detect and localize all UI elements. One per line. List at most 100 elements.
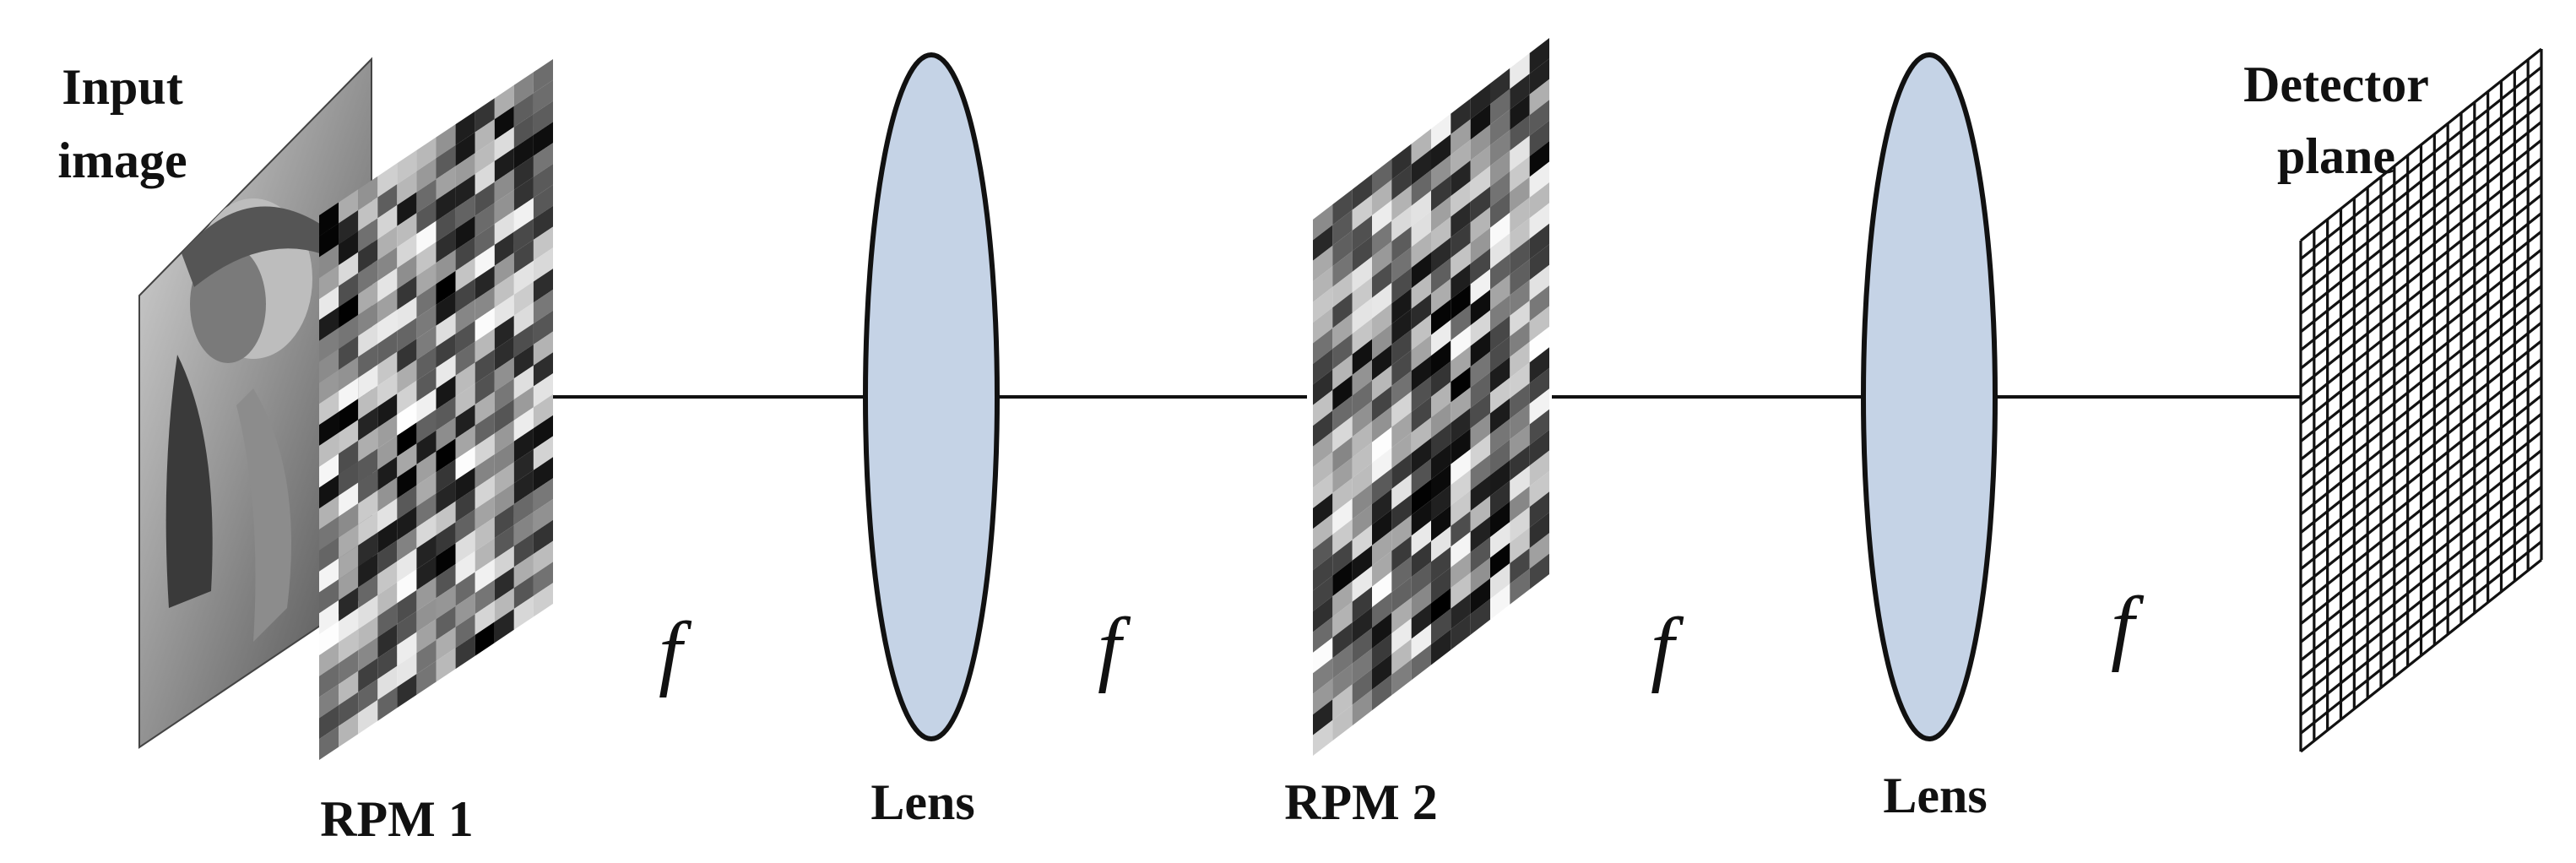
mask-pixel (455, 174, 475, 209)
mask-pixel (494, 545, 514, 580)
mask-pixel (1313, 719, 1333, 756)
mask-pixel (339, 252, 359, 286)
mask-pixel (475, 517, 495, 551)
mask-pixel (397, 192, 417, 226)
mask-pixel (455, 258, 475, 292)
mask-pixel (455, 132, 475, 166)
mask-pixel (397, 569, 417, 604)
lens1-label: Lens (870, 774, 974, 830)
mask-pixel (1510, 486, 1530, 523)
mask-pixel (339, 210, 359, 245)
mask-pixel (1510, 115, 1530, 151)
mask-pixel (494, 169, 514, 204)
mask-pixel (475, 412, 495, 447)
mask-pixel (1411, 211, 1431, 247)
mask-pixel (1529, 244, 1549, 280)
mask-pixel (513, 198, 534, 232)
mask-pixel (1313, 575, 1333, 611)
mask-pixel (1431, 402, 1451, 438)
mask-pixel (455, 111, 475, 145)
mask-pixel (1313, 245, 1333, 282)
mask-pixel (1510, 94, 1530, 131)
mask-pixel (319, 516, 339, 551)
mask-pixel (1510, 156, 1530, 193)
mask-pixel (1470, 454, 1490, 491)
mask-pixel (455, 593, 475, 627)
mask-pixel (339, 503, 359, 538)
mask-pixel (513, 72, 534, 106)
mask-pixel (1470, 83, 1490, 120)
mask-pixel (475, 244, 495, 280)
mask-pixel (1352, 236, 1372, 272)
mask-pixel (1391, 494, 1412, 530)
mask-pixel (1372, 159, 1392, 195)
mask-pixel (513, 512, 534, 546)
mask-pixel (1451, 98, 1471, 134)
mask-pixel (494, 148, 514, 182)
mask-pixel (1411, 562, 1431, 598)
mask-pixel (513, 93, 534, 128)
mask-pixel (1313, 389, 1333, 426)
mask-pixel (358, 427, 378, 462)
mask-pixel (1313, 678, 1333, 715)
mask-pixel (1372, 200, 1392, 236)
mask-pixel (339, 189, 359, 224)
mask-pixel (1529, 38, 1549, 74)
mask-pixel (1451, 222, 1471, 258)
mask-pixel (1372, 242, 1392, 278)
mask-pixel (1470, 372, 1490, 408)
mask-pixel (358, 679, 378, 714)
mask-pixel (494, 462, 514, 497)
mask-pixel (1332, 189, 1353, 225)
mask-pixel (416, 472, 437, 507)
mask-pixel (339, 231, 359, 265)
detector-gridline-horizontal (2300, 412, 2542, 607)
mask-pixel (339, 524, 359, 559)
mask-pixel (1391, 515, 1412, 551)
mask-pixel (397, 611, 417, 645)
mask-pixel (416, 137, 437, 171)
mask-pixel (1411, 190, 1431, 227)
mask-pixel (513, 407, 534, 442)
mask-pixel (436, 627, 456, 661)
mask-pixel (397, 234, 417, 269)
mask-pixel (494, 378, 514, 413)
mask-pixel (1352, 360, 1372, 396)
mask-pixel (533, 499, 553, 534)
mask-pixel (1411, 293, 1431, 330)
mask-pixel (494, 315, 514, 350)
mask-pixel (1352, 256, 1372, 293)
mask-pixel (533, 562, 553, 596)
mask-pixel (1529, 347, 1549, 383)
mask-pixel (1431, 361, 1451, 397)
mask-pixel (533, 331, 553, 366)
mask-pixel (1451, 448, 1471, 486)
mask-pixel (475, 286, 495, 321)
mask-pixel (494, 294, 514, 329)
mask-pixel (533, 59, 553, 94)
mask-pixel (1411, 252, 1431, 289)
mask-pixel (533, 100, 553, 135)
mask-pixel (513, 386, 534, 421)
mask-pixel (475, 391, 495, 426)
mask-pixel (1332, 622, 1353, 659)
mask-pixel (358, 176, 378, 210)
mask-pixel (397, 296, 417, 331)
mask-pixel (494, 399, 514, 434)
mask-pixel (436, 144, 456, 180)
mask-pixel (397, 464, 417, 499)
mask-pixel (475, 203, 495, 237)
mask-pixel (319, 223, 339, 258)
mask-pixel (1510, 341, 1530, 378)
mask-pixel (416, 179, 437, 214)
mask-pixel (533, 269, 553, 303)
mask-pixel (358, 218, 378, 252)
mask-pixel (1490, 459, 1510, 497)
mask-pixel (1529, 326, 1549, 363)
mask-pixel (1313, 616, 1333, 653)
mask-pixel (1510, 424, 1530, 460)
mask-pixel (319, 328, 339, 362)
mask-pixel (513, 219, 534, 253)
mask-pixel (1510, 259, 1530, 296)
mask-pixel (494, 524, 514, 559)
